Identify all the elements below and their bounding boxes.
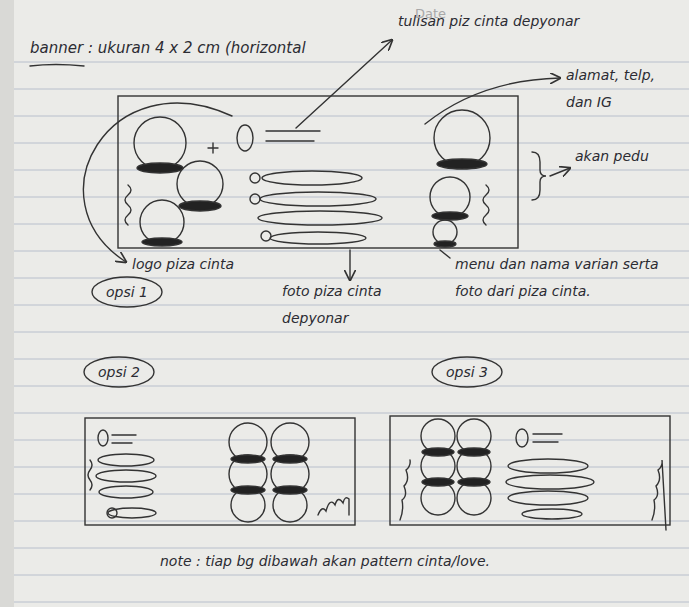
label-wrap: foto piza cinta depyonar [282,278,407,332]
pizza-photo [421,419,491,515]
handwritten-note: alamat, telp, dan IG [566,62,681,116]
label-wrap: tulisan piz cinta depyonar [398,8,579,35]
handwritten-note: logo piza cinta [132,251,234,278]
option-label: opsi 3 [432,358,502,386]
logo-mark [237,125,253,151]
oval [432,357,502,387]
title-wrap: banner : ukuran 4 x 2 cm (horizontal [30,35,306,62]
option-oval: opsi 2 [84,358,154,386]
logo-mark [516,429,528,447]
label-wrap: note : tiap bg dibawah akan pattern cint… [160,548,490,575]
leader-line [440,250,450,258]
option-label: opsi 2 [84,358,154,386]
leader-arrow [349,250,350,280]
pizza-photo [134,110,490,247]
handwritten-note: akan pedu [575,143,675,170]
underline [30,65,84,67]
label-wrap: alamat, telp, dan IG [566,62,681,116]
decoration-squiggle [652,460,666,530]
text-lines [112,435,136,443]
decoration-squiggle [318,498,349,515]
handwritten-note: foto piza cinta depyonar [282,278,407,332]
option-oval: opsi 1 [92,278,162,306]
label-wrap: menu dan nama varian serta foto dari piz… [455,251,680,305]
handwritten-note: tulisan piz cinta depyonar [398,8,579,35]
handwritten-note: note : tiap bg dibawah akan pattern cint… [160,548,490,575]
decoration-squiggle [400,460,410,520]
label-wrap: logo piza cinta [132,251,234,278]
banner-frame [118,96,518,248]
menu-bars [96,454,156,518]
text-lines [533,434,562,442]
brace [532,152,546,200]
leader-arrow [425,78,560,124]
heading: banner : ukuran 4 x 2 cm (horizontal [30,35,306,62]
oval [92,277,162,307]
decoration-squiggle [483,185,489,225]
handwritten-note: menu dan nama varian serta foto dari piz… [455,251,680,305]
menu-bars [250,171,382,244]
plus-mark [208,143,218,153]
option-label: opsi 1 [92,278,162,306]
ruled-lines [14,62,689,602]
logo-mark [98,430,108,446]
label-wrap: akan pedu [575,143,675,170]
pizza-photo [229,423,309,522]
leader-arrow [550,168,570,176]
banner-frame [390,416,670,525]
decoration-squiggle [125,185,131,225]
banner-frame [85,418,355,525]
leader-arrow [296,40,392,128]
decoration-squiggle [88,460,92,490]
text-lines [266,131,320,141]
option-oval: opsi 3 [432,358,502,386]
menu-bars [506,459,594,519]
oval [84,357,154,387]
leader-arrow [83,103,232,262]
